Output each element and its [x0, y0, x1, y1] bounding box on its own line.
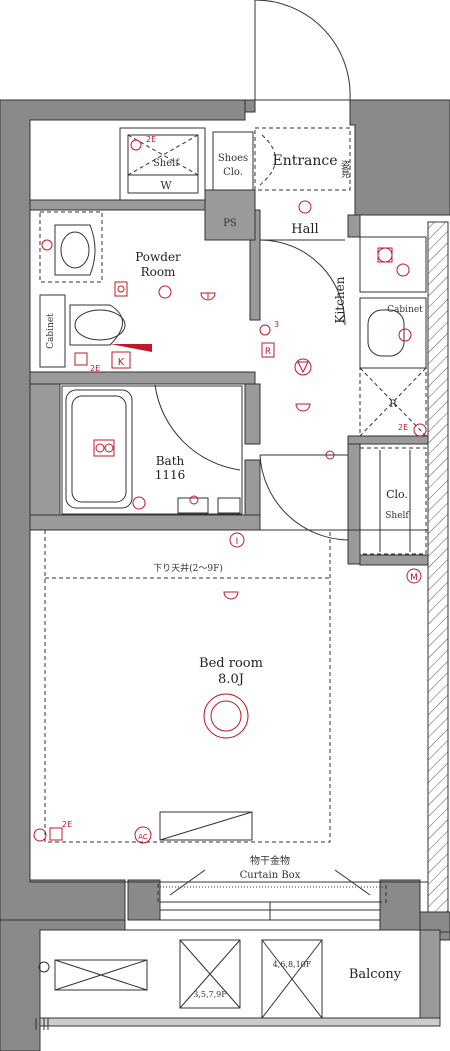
i-mark: I	[236, 537, 239, 547]
bath-door-swing[interactable]	[154, 384, 241, 471]
bedroom-door-swing[interactable]	[259, 454, 349, 541]
kitchen-label: Kitchen	[333, 276, 347, 323]
bedroom-lowered-ceiling	[44, 529, 331, 843]
stove	[359, 236, 427, 293]
w-label: W	[160, 179, 172, 192]
closet-shelf-label: Shelf	[385, 511, 409, 521]
hall-label: Hall	[291, 222, 318, 237]
entrance-label: Entrance	[272, 153, 337, 169]
shoes-label-2: Clo.	[223, 167, 243, 178]
shoes-label-1: Shoes	[218, 153, 248, 164]
outlet-2e-label-a: 2E	[146, 135, 156, 144]
interior-walls	[29, 189, 429, 566]
ceiling-label: 下り天井(2～9F)	[153, 562, 223, 574]
outlet-2e-label-c: 2E	[398, 423, 408, 432]
outlet-2e-label-d: 2E	[62, 820, 72, 829]
ps-label: PS	[223, 218, 237, 229]
cabinet-right-label: Cabinet	[387, 305, 423, 315]
right-closet	[359, 447, 427, 555]
bath-label-2: 1116	[155, 468, 186, 482]
shoes-closet	[212, 131, 254, 191]
three-mark: 3	[274, 320, 279, 329]
toilet	[69, 304, 123, 346]
entrance-door[interactable]	[254, 0, 351, 101]
entrance-area	[254, 127, 351, 191]
bedroom-label-1: Bed room	[199, 656, 263, 671]
shelf-label: Shelf	[153, 158, 180, 169]
ceiling-light-icon	[203, 693, 249, 739]
hanger-label: 物干金物	[250, 854, 290, 867]
kitchen-sink	[359, 297, 427, 369]
r-small-mark: R	[265, 347, 271, 357]
balcony-window	[159, 901, 381, 921]
powder-label-1: Powder	[135, 250, 181, 264]
bath-label-1: Bath	[156, 454, 185, 468]
exterior-hatch	[427, 221, 449, 913]
powder-label-2: Room	[141, 265, 176, 279]
balcony-label: Balcony	[349, 967, 402, 982]
curtain-box	[157, 881, 387, 903]
curtain-label: Curtain Box	[240, 870, 301, 881]
floors-b-label: 4,6,8,10F	[273, 960, 312, 969]
floors-a-label: 3,5,7,9F	[193, 990, 227, 999]
fridge-r-label: R	[389, 399, 397, 410]
bedroom-label-2: 8.0J	[218, 672, 244, 687]
cabinet-left-label: Cabinet	[46, 313, 56, 349]
fridge-space	[359, 367, 427, 437]
cabinet-left	[39, 294, 66, 368]
entrance-jp-label: 姿見	[339, 159, 350, 179]
closet-label: Clo.	[386, 488, 408, 501]
bathtub	[65, 389, 133, 509]
ac-mark: AC	[138, 833, 148, 841]
hall-door-swing[interactable]	[259, 239, 346, 326]
m-mark: M	[410, 573, 418, 583]
k-mark: K	[118, 357, 125, 368]
outlet-2e-label-b: 2E	[90, 364, 100, 373]
